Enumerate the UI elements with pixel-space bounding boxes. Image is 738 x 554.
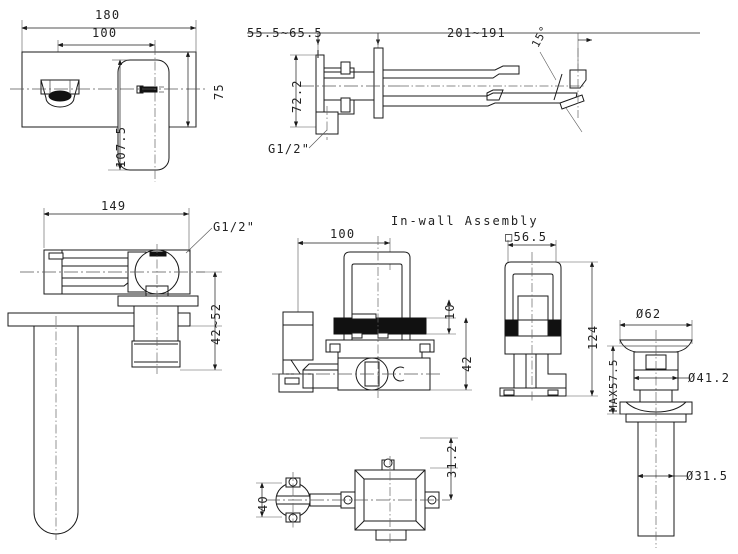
dim-wall-thickness: 42~52 xyxy=(209,302,223,345)
dim-overall-depth: 149 xyxy=(101,199,127,213)
dim-assembly-height: 124 xyxy=(586,324,600,350)
diameter-symbol: Ø xyxy=(636,307,645,321)
dim-body-diameter-value: 41.2 xyxy=(696,371,731,385)
dim-cap-diameter-value: 62 xyxy=(644,307,662,321)
dim-tail-diameter: Ø31.5 xyxy=(686,470,728,482)
dim-tail-diameter-value: 31.5 xyxy=(694,469,729,483)
dim-spout-to-handle: 100 xyxy=(92,26,118,40)
dim-bracket-width: 40 xyxy=(256,495,270,512)
view-top-plan xyxy=(7,208,222,540)
view-assembly-plan xyxy=(256,437,458,544)
dim-body-height: 72.2 xyxy=(290,79,304,113)
dim-plate-width: 180 xyxy=(95,8,121,22)
dim-handle-length: 107.5 xyxy=(114,125,128,168)
dim-max-thickness: MAX57.5 xyxy=(607,358,620,412)
dim-cartridge-offset: 10 xyxy=(443,303,457,320)
square-symbol: □ xyxy=(505,230,514,244)
in-wall-assembly-title: In-wall Assembly xyxy=(391,214,539,228)
callout-outlet-thread: G1/2" xyxy=(213,220,256,234)
diameter-symbol: Ø xyxy=(688,371,697,385)
view-in-wall-assembly-side xyxy=(499,240,598,402)
view-pop-up-waste xyxy=(607,320,693,548)
view-in-wall-assembly xyxy=(272,236,472,398)
dim-wall-depth-range: 55.5~65.5 xyxy=(247,26,323,40)
dim-cap-diameter: Ø62 xyxy=(636,308,661,320)
diameter-symbol: Ø xyxy=(686,469,695,483)
dim-body-diameter: Ø41.2 xyxy=(688,372,730,384)
dim-plate-height: 75 xyxy=(212,83,226,100)
dim-square-face-value: 56.5 xyxy=(513,230,548,244)
dim-body-depth: 42 xyxy=(460,355,474,372)
view-side-section xyxy=(247,32,700,149)
view-front-elevation xyxy=(10,20,205,182)
dim-square-face: □56.5 xyxy=(505,231,547,243)
dim-spout-projection: 201~191 xyxy=(447,26,506,40)
dim-spindle-spacing: 100 xyxy=(330,227,356,241)
dim-body-offset: 31.2 xyxy=(445,444,459,478)
callout-inlet-thread: G1/2" xyxy=(268,142,311,156)
